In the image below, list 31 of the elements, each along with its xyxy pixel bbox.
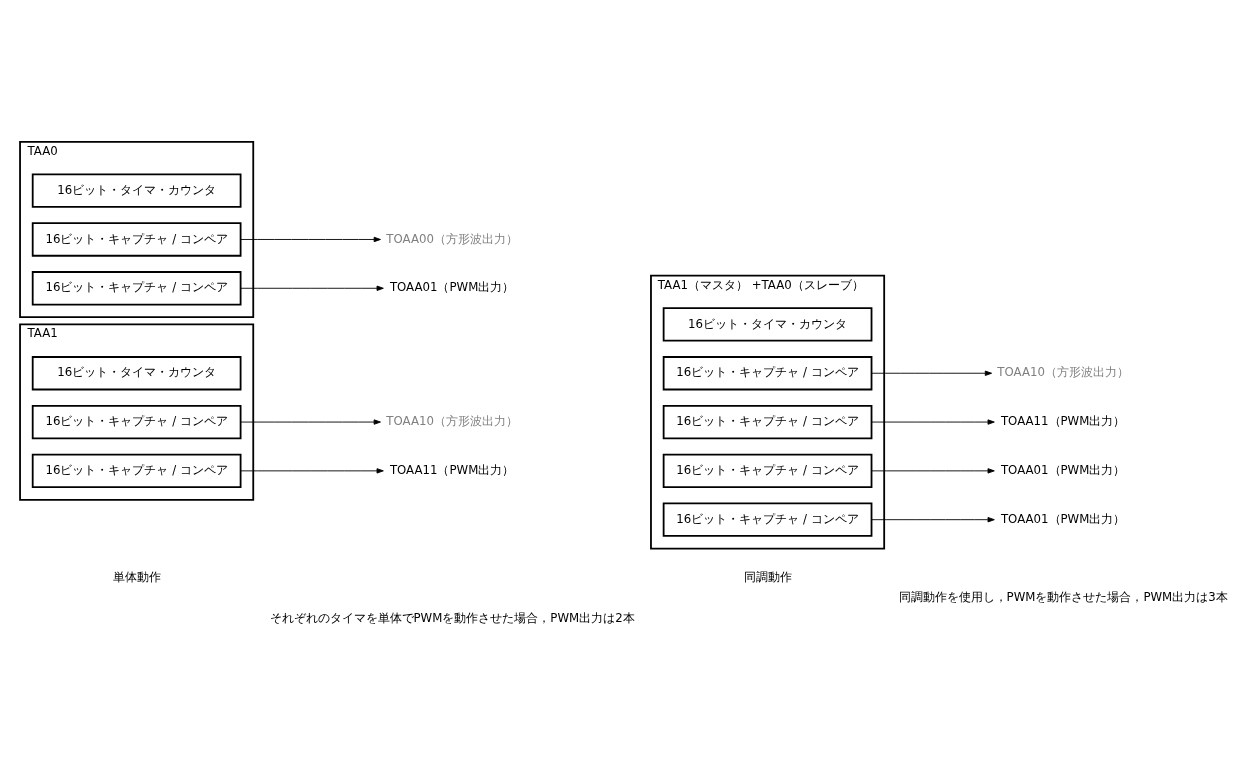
label: それぞれのタイマを単体でPWMを動作させた場合，PWM出力は2本 [269,610,635,625]
label: 同調動作 [743,569,792,584]
node-text: TOAA01（PWM出力） [1000,462,1126,477]
arrow [240,467,384,474]
node-text: TOAA01（PWM出力） [1000,511,1126,526]
arrow [871,467,995,474]
node-text: TOAA10（方形波出力） [386,413,518,428]
label: 単体動作 [112,569,161,584]
arrow [240,418,381,425]
node-box: 16ビット・キャプチャ / コンペア [31,404,242,439]
node-text: TOAA11（PWM出力） [389,462,515,477]
arrow [871,418,995,425]
node-box: 16ビット・タイマ・カウンタ [31,173,242,208]
arrow [871,370,993,376]
node-text: TOAA01（PWM出力） [389,279,515,294]
node-box: 16ビット・キャプチャ / コンペア [662,502,873,537]
node-box: 16ビット・キャプチャ / コンペア [662,355,873,390]
node-box: 16ビット・キャプチャ / コンペア [662,453,873,488]
node-box: 16ビット・タイマ・カウンタ [31,355,242,390]
node-box: 16ビット・キャプチャ / コンペア [662,404,873,439]
node-box: 16ビット・キャプチャ / コンペア [31,270,242,305]
node-box: 16ビット・キャプチャ / コンペア [31,453,242,488]
node-text: TOAA10（方形波出力） [997,364,1129,379]
arrow [240,285,384,291]
label: 同調動作を使用し，PWMを動作させた場合，PWM出力は3本 [898,589,1228,604]
node-text: TOAA00（方形波出力） [386,231,518,246]
node-box: 16ビット・タイマ・カウンタ [662,306,873,342]
node-box: 16ビット・キャプチャ / コンペア [31,221,242,257]
arrow [871,516,995,522]
node-text: TOAA11（PWM出力） [1000,413,1126,428]
arrow [240,236,381,242]
